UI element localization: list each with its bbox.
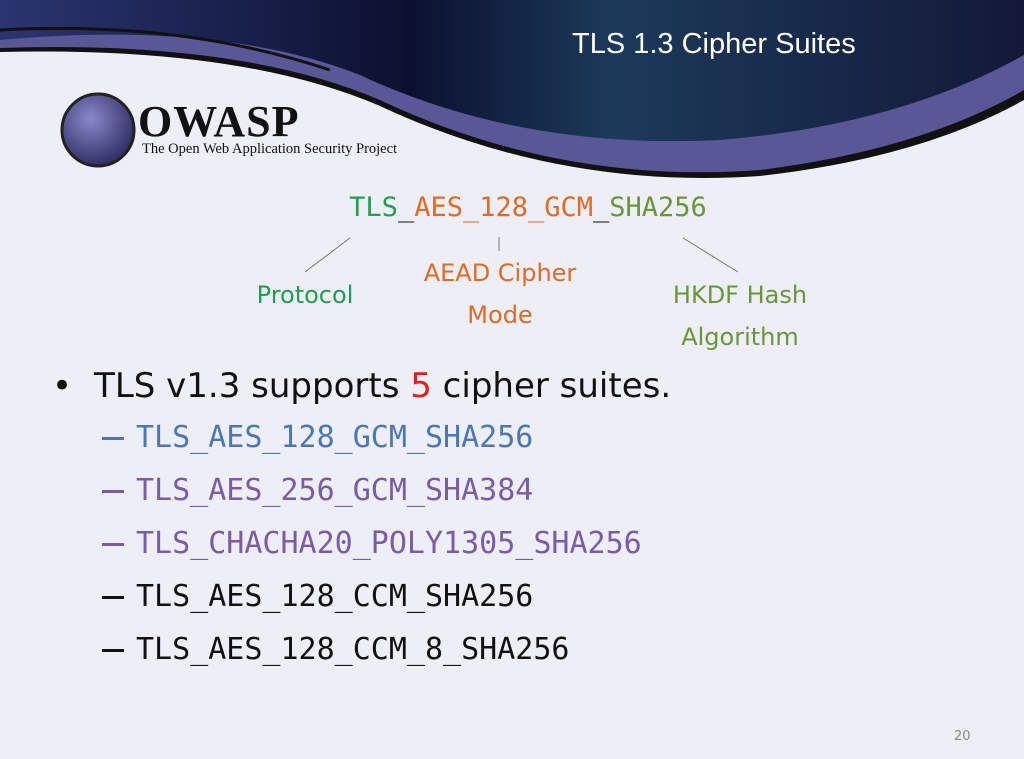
- suite-part-cipher: AES_128_GCM: [414, 192, 594, 223]
- suite-list-item: TLS_CHACHA20_POLY1305_SHA256: [102, 526, 642, 561]
- suite-list-item: TLS_AES_128_CCM_8_SHA256: [102, 632, 569, 667]
- suite-list-item: TLS_AES_128_CCM_SHA256: [102, 579, 533, 614]
- label-aead-line2: Mode: [467, 301, 533, 329]
- label-aead-line1: AEAD Cipher: [423, 259, 577, 287]
- bullet-text: TLS v1.3 supports: [94, 366, 411, 406]
- suite-count: 5: [410, 366, 432, 406]
- slide-title: TLS 1.3 Cipher Suites: [572, 28, 856, 60]
- suite-part-protocol: TLS: [349, 192, 398, 223]
- suite-list-item: TLS_AES_128_GCM_SHA256: [102, 420, 533, 455]
- logo-tagline: The Open Web Application Security Projec…: [142, 141, 398, 157]
- owasp-logo-icon: [60, 92, 136, 168]
- bullet-text-end: cipher suites.: [431, 366, 672, 406]
- logo-name: OWASP: [138, 97, 300, 146]
- cipher-suite-breakdown: TLS_AES_128_GCM_SHA256: [0, 192, 1024, 223]
- label-protocol: Protocol: [256, 281, 354, 309]
- bullet-point: •TLS v1.3 supports 5 cipher suites.: [52, 366, 672, 406]
- label-hkdf-line1: HKDF Hash: [672, 281, 808, 309]
- suite-list-item: TLS_AES_256_GCM_SHA384: [102, 473, 533, 508]
- suite-part-hash: SHA256: [609, 192, 707, 223]
- suite-separator: _: [397, 192, 415, 223]
- label-hkdf-line2: Algorithm: [681, 323, 799, 351]
- suite-separator: _: [593, 192, 610, 223]
- page-number: 20: [954, 729, 971, 744]
